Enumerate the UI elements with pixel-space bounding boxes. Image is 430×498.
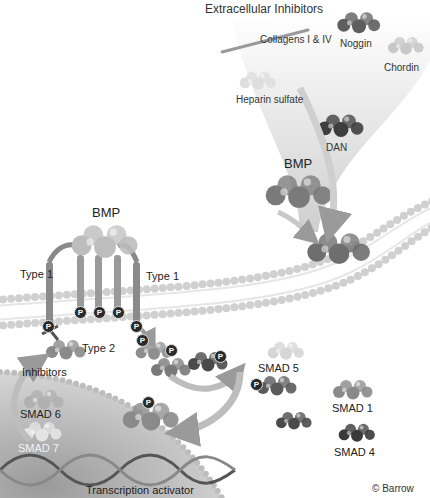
smad-complex: [151, 358, 191, 378]
dna-strand: [0, 455, 235, 485]
credit-label: © Barrow: [372, 483, 414, 495]
phosphate-mark: P: [250, 378, 263, 391]
membrane-tails: [0, 206, 430, 320]
pathway-arrow: [170, 372, 238, 389]
inhibitor-funnel: [232, 14, 430, 232]
phosphate-mark: P: [93, 306, 106, 319]
dan-molecule: [318, 115, 363, 137]
part-label: SMAD 7: [18, 442, 59, 455]
smad-1-molecule: [333, 380, 373, 400]
part-label: Inhibitors: [22, 366, 67, 379]
part-label: BMP: [284, 156, 312, 171]
phosphate-mark: P: [42, 320, 55, 333]
membrane-inner: [0, 226, 430, 326]
part-label: DAN: [326, 142, 347, 154]
receptor-type-2: [114, 255, 121, 313]
part-label: BMP: [92, 205, 120, 220]
heading-label: Extracellular Inhibitors: [205, 2, 323, 16]
part-label: Type 1: [20, 268, 53, 281]
smad-6-molecule: [24, 390, 64, 410]
bmp-dimer: [72, 225, 138, 258]
part-label: Heparin sulfate: [236, 94, 303, 106]
noggin-molecule: [337, 12, 380, 33]
part-label: SMAD 6: [20, 408, 61, 421]
part-label: SMAD 1: [332, 402, 373, 415]
phosphate-mark: P: [112, 306, 125, 319]
smad-complex: [257, 376, 297, 396]
bmp-inhibitor-complex: [307, 233, 370, 264]
phosphate-mark: P: [130, 320, 143, 333]
phosphate-mark: P: [165, 344, 178, 357]
bmp-dimer: [266, 175, 332, 208]
membrane-outer: [0, 200, 430, 300]
part-label: SMAD 4: [334, 446, 375, 459]
pathway-arrow: [278, 212, 312, 238]
receptor-type-2: [95, 255, 102, 313]
phosphate-mark: P: [136, 334, 149, 347]
chordin-molecule: [388, 37, 424, 55]
part-label: SMAD 5: [258, 362, 299, 375]
dna-strand: [0, 455, 235, 485]
smad-4-molecule: [339, 424, 375, 442]
heparin-molecule: [240, 72, 276, 90]
inhibitor-molecule: [46, 340, 86, 360]
receptor-type-1: [133, 262, 140, 326]
part-label: Noggin: [340, 38, 372, 50]
part-label: Type 1: [146, 270, 179, 283]
smad-5-molecule: [268, 342, 304, 360]
phosphate-mark: P: [214, 350, 227, 363]
part-label: Type 2: [82, 342, 115, 355]
smad-molecule: [276, 412, 312, 430]
part-label: Chordin: [384, 62, 419, 74]
pathway-arrow: [178, 372, 240, 432]
part-label: Transcription activator: [86, 484, 194, 497]
phosphate-mark: P: [74, 306, 87, 319]
receptor-type-2: [77, 255, 84, 313]
phosphate-mark: P: [142, 396, 155, 409]
part-label: Collagens I & IV: [260, 34, 332, 46]
